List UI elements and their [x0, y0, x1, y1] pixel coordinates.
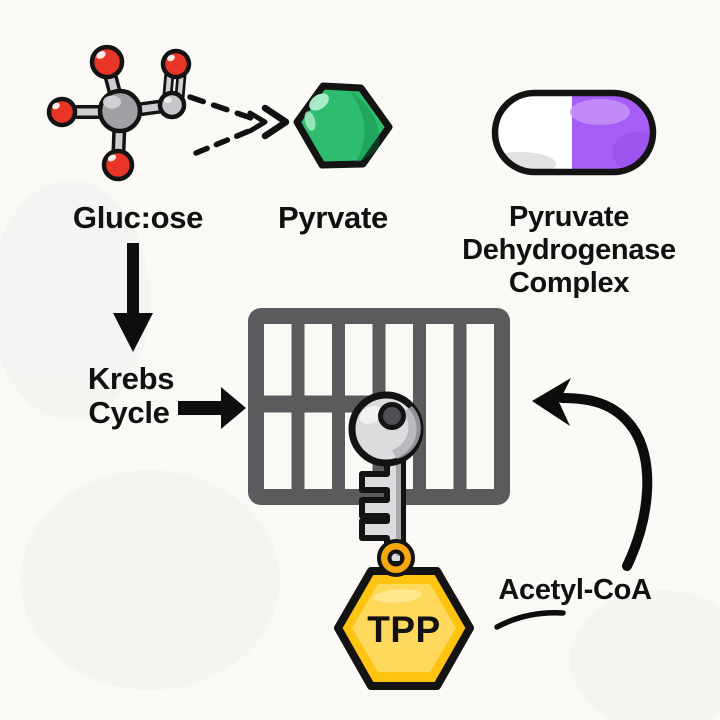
key-head [348, 391, 424, 467]
pdc-label: Pyruvate Dehydrogenase Complex [462, 201, 676, 299]
tpp-label: TPP [367, 609, 440, 650]
oxygen-atom [89, 44, 125, 80]
krebs-cycle-label: Krebs Cycle [88, 361, 175, 430]
keychain-ring [377, 539, 415, 577]
background-texture [0, 180, 720, 720]
svg-text:Pyruvate: Pyruvate [509, 201, 629, 233]
acetyl-coa-label: Acetyl-CoA [498, 574, 652, 606]
pyruvate-hexagon [293, 82, 393, 169]
svg-text:Cycle: Cycle [88, 395, 169, 430]
svg-text:Complex: Complex [509, 267, 630, 299]
key-hole [378, 402, 406, 430]
dashed-arrow [187, 94, 290, 156]
acetyl-coa-underline [494, 610, 566, 630]
carbon-atom [97, 88, 143, 134]
carbon-atom-small [157, 90, 187, 120]
glucose-molecule [46, 44, 192, 182]
right-arrow [178, 387, 246, 429]
svg-text:Dehydrogenase: Dehydrogenase [462, 234, 676, 266]
oxygen-atom [160, 48, 192, 80]
glucose-label: Gluc:ose [73, 200, 203, 235]
tpp-hexagon: TPP [334, 567, 474, 690]
oxygen-atom [46, 96, 78, 128]
down-arrow [113, 243, 153, 352]
pyruvate-label: Pyrvate [278, 200, 388, 235]
key [348, 391, 424, 567]
oxygen-atom [101, 148, 135, 182]
pdc-pill-capsule [491, 89, 657, 176]
acetyl-coa-arrow [532, 378, 653, 571]
svg-text:Krebs: Krebs [88, 361, 174, 396]
